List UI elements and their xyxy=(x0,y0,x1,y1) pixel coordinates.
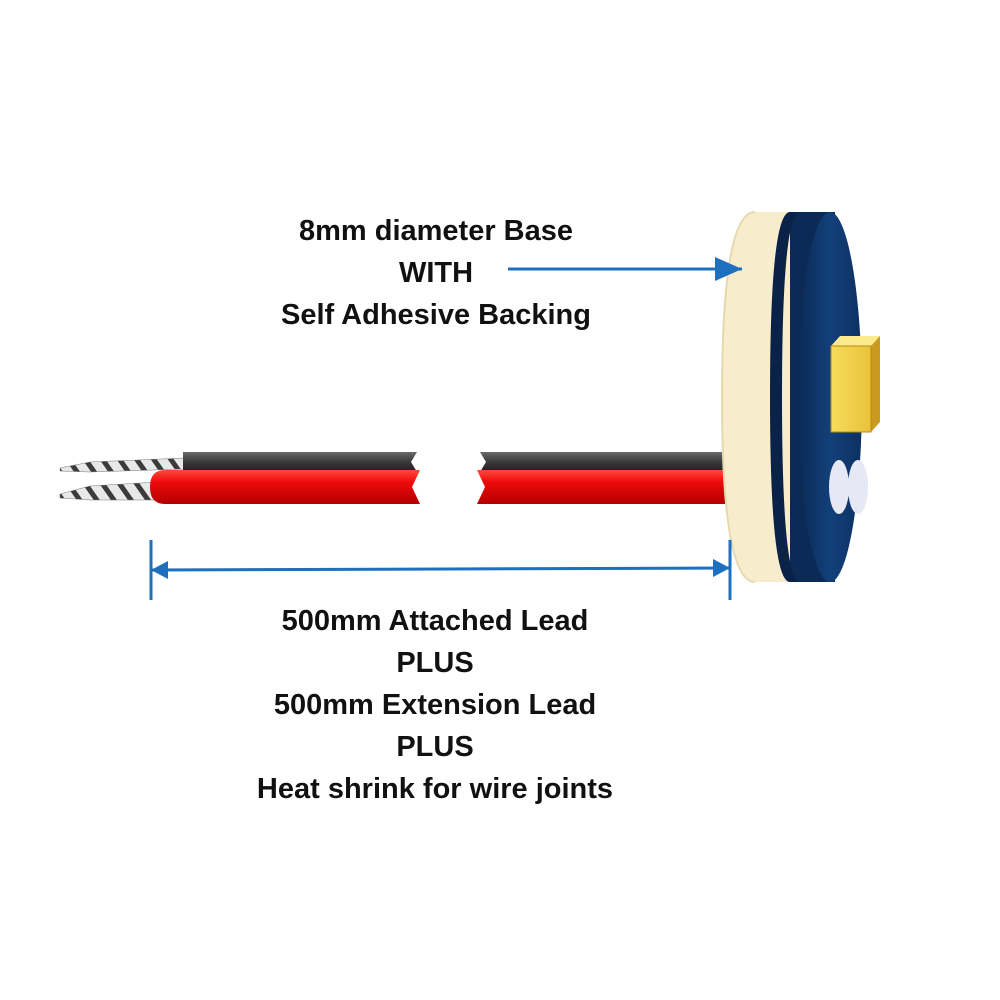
lead-description-label: 500mm Attached Lead PLUS 500mm Extension… xyxy=(185,600,685,810)
base-label-line-1: 8mm diameter Base xyxy=(298,215,574,247)
lead-length-dimension xyxy=(149,540,732,600)
base-label-line-3: Self Adhesive Backing xyxy=(281,299,591,331)
red-wire-right xyxy=(477,470,725,504)
stripped-strand-black xyxy=(59,457,186,473)
base-description-label: 8mm diameter Base WITH Self Adhesive Bac… xyxy=(236,210,636,336)
solder-pad-right xyxy=(848,460,868,514)
lead-label-line-2: PLUS xyxy=(396,647,474,679)
base-label-line-2: WITH xyxy=(398,257,474,289)
lead-label-line-1: 500mm Attached Lead xyxy=(281,605,589,637)
lead-label-line-3: 500mm Extension Lead xyxy=(273,689,597,721)
lead-label-line-4: PLUS xyxy=(396,731,474,763)
stripped-strand-red xyxy=(59,481,159,501)
lead-label-line-5: Heat shrink for wire joints xyxy=(256,773,614,805)
black-wire-left xyxy=(183,452,417,472)
led-component xyxy=(830,336,880,433)
black-wire-right xyxy=(480,452,725,472)
solder-pad-left xyxy=(829,460,849,514)
adhesive-backing xyxy=(720,211,812,583)
red-wire-left xyxy=(150,470,420,504)
